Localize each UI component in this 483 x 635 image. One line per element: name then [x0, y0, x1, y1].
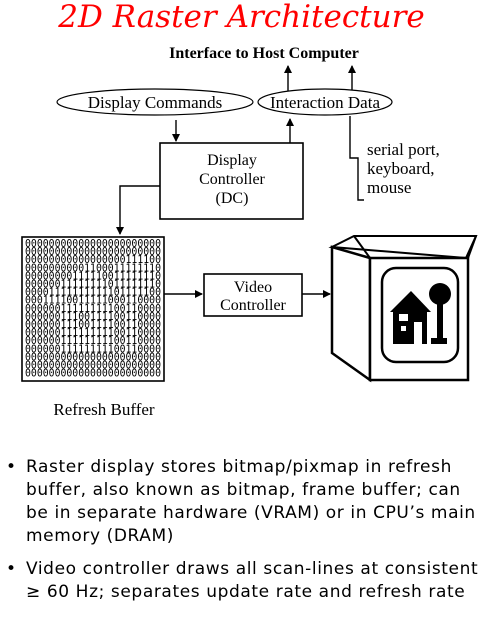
raster-architecture-diagram: Interface to Host Computer Display Comma… — [21, 45, 478, 419]
bullet-dot: • — [6, 457, 17, 477]
buffer-row: 00000000000000000000000 — [25, 361, 161, 372]
devices-bracket — [349, 116, 364, 201]
io-label-line1: serial port, — [367, 140, 440, 159]
buffer-row: 00000011100111100110000 — [25, 312, 161, 323]
bullet-text: Raster display stores bitmap/pixmap in r… — [26, 457, 476, 546]
buffer-row: 00000011100111100110000 — [25, 320, 161, 331]
display-commands-ellipse — [56, 88, 254, 116]
vc-label-line1: Video — [234, 279, 272, 296]
monitor-icon — [328, 235, 478, 383]
buffer-row: 00000011111111011111110 — [25, 280, 161, 291]
io-label-line2: keyboard, — [367, 159, 435, 178]
refresh-buffer-label: Refresh Buffer — [53, 400, 155, 419]
bullet-item: • Raster display stores bitmap/pixmap in… — [6, 456, 480, 548]
video-controller-box — [203, 273, 303, 317]
refresh-buffer-grid: 0000000000000000000000000000000000000000… — [21, 236, 165, 382]
buffer-row: 00000000001100011111110 — [25, 263, 161, 274]
slide-title: 2D Raster Architecture — [58, 0, 425, 35]
bullet-text: Video controller draws all scan-lines at… — [26, 559, 479, 602]
dc-label-line3: (DC) — [216, 190, 249, 207]
display-commands-label: Display Commands — [88, 93, 223, 112]
bullet-list: • Raster display stores bitmap/pixmap in… — [6, 456, 480, 614]
buffer-row: 00000011111111100110000 — [25, 336, 161, 347]
host-interface-label: Interface to Host Computer — [169, 45, 359, 62]
buffer-row: 00000000000000000000000 — [25, 239, 161, 250]
dc-label-line2: Controller — [199, 171, 265, 188]
dc-label-line1: Display — [207, 152, 257, 169]
buffer-row: 00000000000000000000000 — [25, 247, 161, 258]
bullet-dot: • — [6, 559, 17, 579]
buffer-row: 00011110011111000110000 — [25, 296, 161, 307]
buffer-row: 00000000000000000000000 — [25, 352, 161, 363]
io-label-line3: mouse — [367, 178, 411, 197]
buffer-row: 00000011111111100110000 — [25, 328, 161, 339]
display-controller-box — [159, 142, 304, 220]
buffer-row: 00000000000000000111100 — [25, 255, 161, 266]
buffer-row: 00000000000000000000000 — [25, 369, 161, 380]
interaction-data-ellipse — [257, 88, 393, 116]
buffer-row: 00000011111111100110000 — [25, 344, 161, 355]
vc-label-line2: Controller — [220, 297, 286, 314]
bullet-item: • Video controller draws all scan-lines … — [6, 558, 480, 604]
buffer-row: 00000011111111100110000 — [25, 304, 161, 315]
dc-to-buffer-arrow — [116, 185, 160, 235]
buffer-row: 00000000111110011111110 — [25, 271, 161, 282]
interaction-data-label: Interaction Data — [270, 93, 380, 112]
buffer-row: 00001111111111101111100 — [25, 288, 161, 299]
